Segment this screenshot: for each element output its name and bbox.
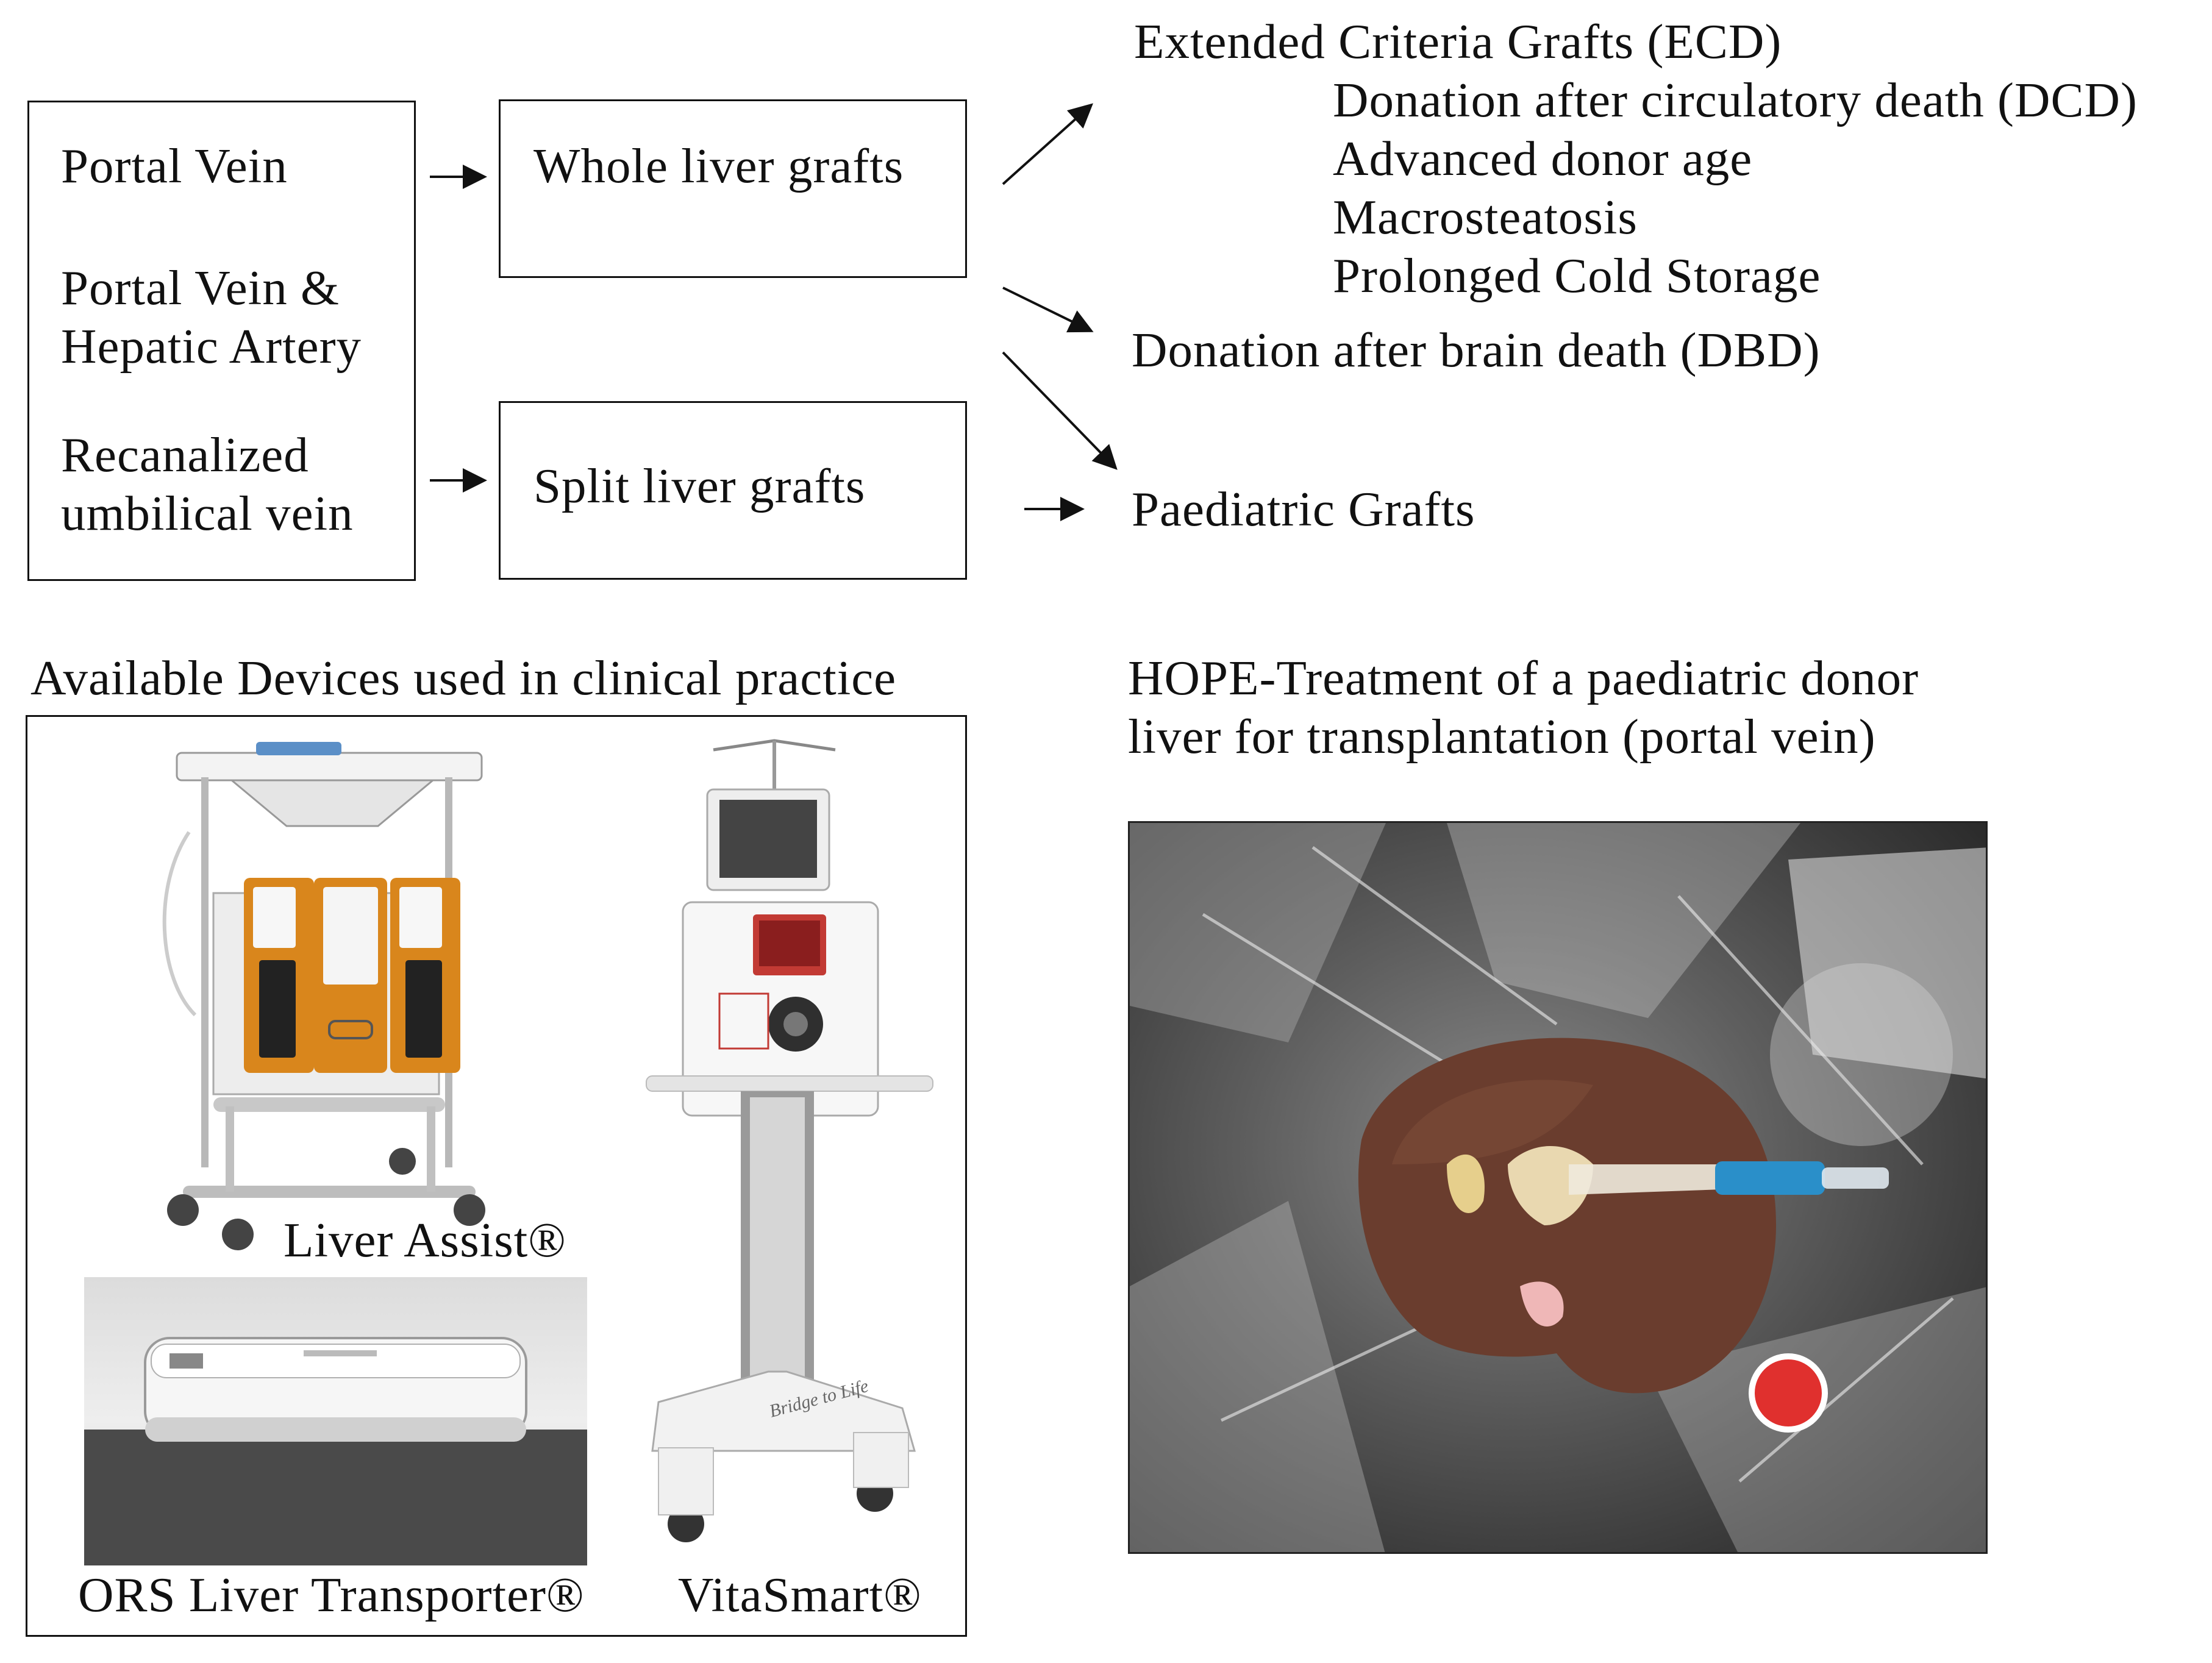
ors-label: ORS Liver Transporter® bbox=[78, 1567, 585, 1622]
vessel-recanalized-1: Recanalized bbox=[61, 427, 309, 482]
devices-heading: Available Devices used in clinical pract… bbox=[30, 650, 897, 705]
vessel-portal-vein-hepatic-artery-1: Portal Vein & bbox=[61, 260, 340, 315]
vessel-portal-vein: Portal Vein bbox=[61, 138, 288, 193]
whole-graft-label: Whole liver grafts bbox=[533, 138, 904, 193]
vessel-box bbox=[27, 101, 416, 581]
ecd-item-dcd: Donation after circulatory death (DCD) bbox=[1333, 73, 2138, 127]
dbd-label: Donation after brain death (DBD) bbox=[1132, 322, 1821, 377]
vessel-recanalized-2: umbilical vein bbox=[61, 486, 354, 541]
ecd-item-cold-storage: Prolonged Cold Storage bbox=[1333, 248, 1821, 303]
hope-liver-photo bbox=[1128, 821, 1988, 1554]
split-graft-label: Split liver grafts bbox=[533, 458, 866, 513]
arrow-whole-to-paediatric bbox=[1002, 351, 1118, 470]
vitasmart-device-image: Bridge to Life bbox=[646, 739, 933, 1542]
whole-graft-box bbox=[499, 99, 967, 278]
liver-assist-device-image bbox=[162, 742, 485, 1250]
ors-transporter-image bbox=[84, 1277, 587, 1565]
arrow-whole-to-dbd bbox=[1002, 287, 1094, 333]
hope-heading-line2: liver for transplantation (portal vein) bbox=[1128, 709, 1876, 764]
vitasmart-label: VitaSmart® bbox=[678, 1567, 922, 1622]
split-graft-box bbox=[499, 401, 967, 580]
liver-assist-label: Liver Assist® bbox=[284, 1213, 566, 1267]
paediatric-label: Paediatric Grafts bbox=[1132, 482, 1475, 536]
ecd-title: Extended Criteria Grafts (ECD) bbox=[1134, 14, 1782, 69]
hope-heading-line1: HOPE-Treatment of a paediatric donor bbox=[1128, 650, 1919, 705]
vessel-portal-vein-hepatic-artery-2: Hepatic Artery bbox=[61, 319, 362, 374]
arrow-whole-to-ecd bbox=[1002, 103, 1093, 185]
ecd-item-macrosteatosis: Macrosteatosis bbox=[1333, 190, 1638, 244]
ecd-item-donor-age: Advanced donor age bbox=[1333, 131, 1753, 186]
